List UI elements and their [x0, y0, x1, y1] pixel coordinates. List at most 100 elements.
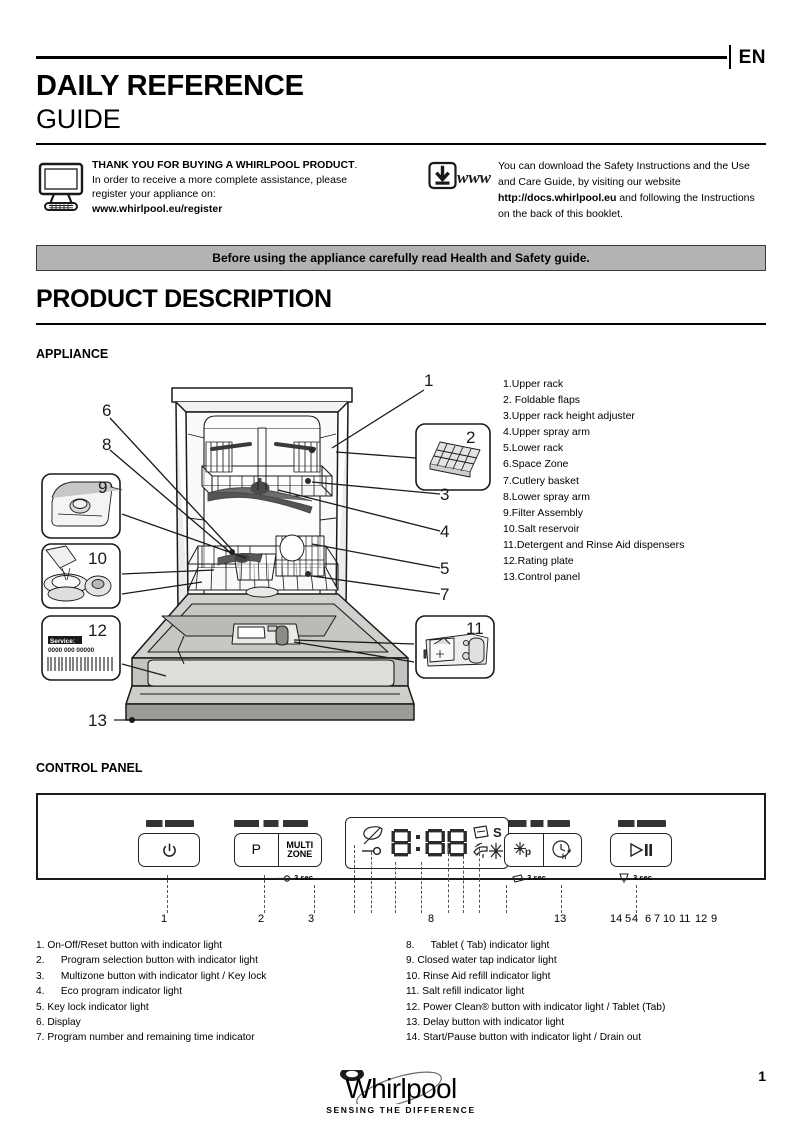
legend-item: 8. Tablet ( Tab) indicator light: [406, 938, 786, 953]
part-item: 11.Detergent and Rinse Aid dispensers: [503, 537, 793, 553]
rinse-aid-star-icon: [489, 843, 503, 859]
register-text: THANK YOU FOR BUYING A WHIRLPOOL PRODUCT…: [88, 158, 357, 219]
legend-label: Program number and remaining time indica…: [47, 1032, 255, 1044]
drain-3sec-hint: 3 sec: [618, 873, 652, 884]
program-selection-button[interactable]: P: [251, 841, 261, 858]
dl-line-3-rest: and following the Instructions: [616, 192, 755, 204]
legend-item: 9. Closed water tap indicator light: [406, 953, 786, 968]
page-subtitle: GUIDE: [36, 104, 121, 134]
page-title: DAILY REFERENCE: [36, 70, 304, 102]
salt-s-icon: S: [493, 825, 502, 840]
part-label: Upper spray arm: [511, 426, 590, 439]
legend-number: 6.: [36, 1017, 45, 1029]
part-number: 9.: [503, 506, 512, 519]
part-item: 4.Upper spray arm: [503, 424, 793, 440]
legend-item: 7. Program number and remaining time ind…: [36, 1030, 416, 1045]
brand-tagline: SENSING THE DIFFERENCE: [326, 1105, 476, 1115]
part-number: 2.: [503, 394, 515, 407]
callout-7: 7: [440, 585, 449, 604]
legend-number: 2.: [36, 955, 45, 967]
legend-item: 14. Start/Pause button with indicator li…: [406, 1030, 786, 1045]
svg-text:0000 000 00000: 0000 000 00000: [48, 647, 95, 654]
start-pause-button[interactable]: [610, 833, 672, 867]
legend-item: 10. Rinse Aid refill indicator light: [406, 969, 786, 984]
tick-2: [264, 875, 265, 913]
part-item: 3.Upper rack height adjuster: [503, 408, 793, 424]
legend-label: Power Clean® button with indicator light…: [423, 1001, 666, 1013]
callout-3: 3: [440, 485, 449, 504]
legend-item: 6. Display: [36, 1015, 416, 1030]
power-clean-button[interactable]: p: [505, 834, 543, 866]
tick-6: [395, 862, 396, 913]
part-item: 5.Lower rack: [503, 440, 793, 456]
callout-9: 9: [98, 478, 107, 497]
register-url[interactable]: www.whirlpool.eu/register: [92, 202, 223, 215]
legend-item: 11. Salt refill indicator light: [406, 984, 786, 999]
legend-number: 12.: [406, 1001, 421, 1013]
svg-text:p: p: [525, 847, 531, 858]
callout-5: 5: [440, 559, 449, 578]
part-label: Lower rack: [511, 442, 564, 455]
header-rule-tick: [728, 45, 731, 69]
multizone-button[interactable]: MULTI ZONE: [277, 834, 322, 866]
cp-num: 1: [161, 913, 168, 925]
part-number: 6.: [503, 458, 512, 471]
part-label: Cutlery basket: [511, 474, 579, 487]
cp-num: 12: [695, 913, 708, 925]
dl-line-2: and Care Guide, by visiting our website: [498, 176, 681, 188]
part-number: 3.: [503, 410, 512, 423]
part-label: Foldable flaps: [514, 394, 581, 407]
eco-leaf-icon: [363, 826, 383, 845]
part-number: 12.: [503, 555, 518, 568]
multizone-label-line2: ZONE: [287, 849, 313, 859]
tick-3: [314, 885, 315, 913]
legend-label: Multizone button with indicator light / …: [60, 970, 267, 982]
thank-you-block: THANK YOU FOR BUYING A WHIRLPOOL PRODUCT…: [36, 158, 766, 230]
display: S: [345, 817, 509, 869]
cp-num: 14: [610, 913, 623, 925]
download-block: www You can download the Safety Instruct…: [416, 158, 766, 222]
closed-water-tap-icon: [473, 842, 488, 858]
on-off-reset-button[interactable]: [138, 833, 200, 867]
legend-item: 1. On-Off/Reset button with indicator li…: [36, 938, 416, 953]
legend-item: 5. Key lock indicator light: [36, 1000, 416, 1015]
legend-label: Key lock indicator light: [47, 1001, 149, 1013]
part-number: 8.: [503, 490, 512, 503]
dl-line-4: on the back of this booklet.: [498, 208, 623, 220]
delay-button[interactable]: h: [542, 834, 582, 866]
callout-4: 4: [440, 522, 449, 541]
part-label: Upper rack: [511, 378, 564, 390]
part-label: Salt reservoir: [517, 522, 580, 535]
power-icon: [139, 834, 199, 866]
dl-line-1: You can download the Safety Instructions…: [498, 160, 750, 172]
part-item: 9.Filter Assembly: [503, 505, 793, 521]
part-item: 2. Foldable flaps: [503, 392, 793, 408]
register-block: THANK YOU FOR BUYING A WHIRLPOOL PRODUCT…: [36, 158, 416, 219]
control-panel-number-marks: 1 2 3 8 13 14 5 4 6 7 10 11 12 9: [36, 913, 766, 933]
download-www-icon: www: [428, 158, 494, 222]
legend-number: 14.: [406, 1032, 421, 1044]
thanks-line-3: register your appliance on:: [92, 188, 216, 200]
part-label: Detergent and Rinse Aid dispensers: [516, 538, 685, 551]
cp-num: 6: [645, 913, 652, 925]
part-label: Upper rack height adjuster: [511, 410, 635, 423]
legend-item: 4. Eco program indicator light: [36, 984, 416, 999]
section-rule-product-description: [36, 323, 766, 325]
legend-number: 7.: [36, 1032, 45, 1044]
tick-5: [371, 852, 372, 913]
docs-url[interactable]: http://docs.whirlpool.eu: [498, 192, 617, 204]
powerclean-delay-button-group[interactable]: p h: [504, 833, 582, 867]
key-lock-icon: [362, 846, 382, 856]
section-title-product-description: PRODUCT DESCRIPTION: [36, 285, 332, 313]
legend-label: Rinse Aid refill indicator light: [423, 970, 551, 982]
legend-number: 8.: [406, 940, 415, 951]
callout-2: 2: [466, 428, 475, 447]
callout-10: 10: [88, 549, 107, 568]
legend-number: 13.: [406, 1017, 421, 1029]
tick-9: [463, 856, 464, 913]
thanks-headline: THANK YOU FOR BUYING A WHIRLPOOL PRODUCT: [92, 159, 355, 171]
cp-num: 4: [632, 913, 639, 925]
part-label: Rating plate: [517, 555, 574, 568]
cp-num: 3: [308, 913, 315, 925]
program-multizone-button-group[interactable]: P MULTI ZONE: [234, 833, 322, 867]
